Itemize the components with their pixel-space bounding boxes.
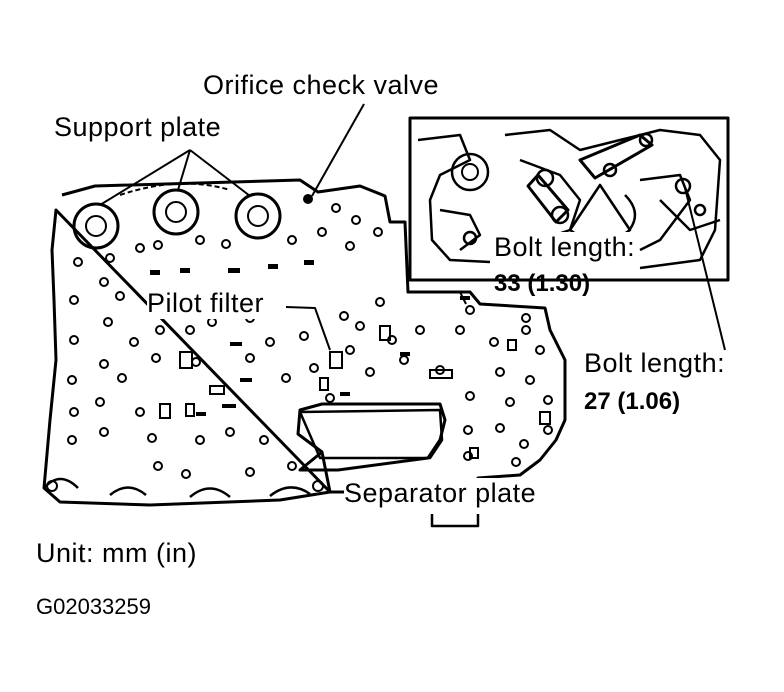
bolt-length-label-inset: Bolt length:: [494, 232, 636, 263]
inset-details: [417, 128, 722, 270]
bolt-length-label-right: Bolt length:: [584, 348, 726, 378]
support-plate-group: [72, 188, 282, 250]
separator-bracket: [430, 514, 480, 528]
bottom-bosses: [43, 477, 311, 498]
filled-slots: [150, 260, 470, 416]
valve-body-outline: [42, 178, 567, 507]
support-plate-label: Support plate: [54, 112, 222, 142]
separator-plate-label: Separator plate: [344, 478, 537, 509]
pilot-filter-label: Pilot filter: [147, 288, 265, 319]
unit-label: Unit: mm (in): [36, 538, 197, 568]
support-arc: [119, 182, 231, 196]
orifice-check-valve-label: Orifice check valve: [203, 70, 440, 100]
separator-cutout: [298, 408, 444, 460]
leader-lines: [99, 103, 726, 351]
bolt-value-inset: 33 (1.30): [494, 270, 591, 297]
bolt-value-right: 27 (1.06): [584, 388, 681, 415]
inset-frame: [408, 116, 730, 282]
figure-code: G02033259: [36, 594, 151, 619]
orifice-dot: [303, 194, 313, 204]
valve-slots: [159, 299, 551, 459]
